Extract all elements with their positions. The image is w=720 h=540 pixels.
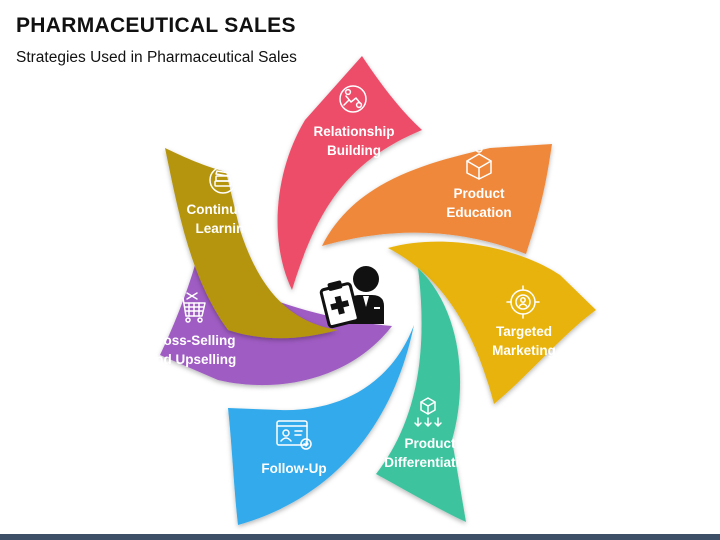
petal-label-line: Cross-Selling (148, 333, 235, 348)
petal-shape (228, 325, 414, 525)
petal-follow-up: Follow-Up (228, 325, 414, 525)
footer-bar (0, 534, 720, 540)
doctor-with-clipboard-icon (319, 266, 384, 329)
box-with-person-icon (466, 145, 492, 180)
shopping-cart-icon (178, 292, 206, 323)
petal-label: Follow-Up (261, 461, 326, 476)
petal-label-line: Continuous (187, 202, 262, 217)
page-title: PHARMACEUTICAL SALES (16, 14, 296, 37)
petal-label-line: Relationship (313, 124, 394, 139)
petal-shape (165, 148, 338, 339)
petal-shape (322, 144, 552, 254)
handshake-icon (339, 85, 367, 113)
book-stack-icon (209, 166, 237, 194)
petal-shape (376, 268, 466, 522)
petal-label-line: Product (404, 436, 456, 451)
target-person-icon (506, 285, 540, 319)
petal-shape (277, 56, 422, 290)
petal-label-line: Education (446, 205, 511, 220)
petal-label-line: Marketing (492, 343, 556, 358)
petal-shape (388, 241, 596, 404)
petal-label-line: Targeted (496, 324, 552, 339)
petal-label-line: Learning (195, 221, 252, 236)
petal-label-line: Follow-Up (261, 461, 326, 476)
box-arrows-icon (414, 397, 442, 427)
petal-label-line: and Upselling (148, 352, 237, 367)
petal-label-line: Building (327, 143, 381, 158)
petal-label-line: Product (453, 186, 505, 201)
petal-label: Cross-Selling and Upselling (148, 333, 237, 367)
web-profile-icon (276, 420, 312, 450)
petal-label-line: Differentiation (384, 455, 476, 470)
page-subtitle: Strategies Used in Pharmaceutical Sales (16, 49, 297, 66)
